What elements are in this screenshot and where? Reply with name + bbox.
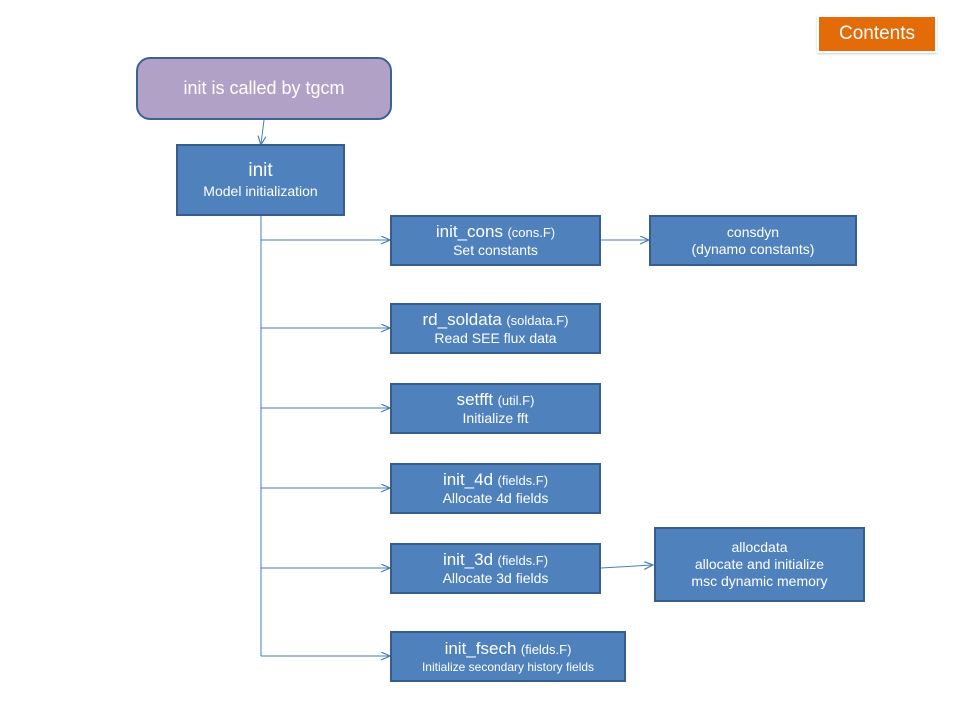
step-node-rd-soldata: rd_soldata (soldata.F) Read SEE flux dat…: [390, 303, 601, 354]
step-node-setfft: setfft (util.F) Initialize fft: [390, 383, 601, 434]
subcall-node-allocdata: allocdata allocate and initialize msc dy…: [654, 527, 865, 602]
subcall-line: allocate and initialize: [694, 556, 825, 573]
step-file: (fields.F): [497, 552, 549, 568]
subcall-line: msc dynamic memory: [691, 572, 828, 589]
step-desc: Allocate 3d fields: [442, 570, 549, 587]
subcall-node-consdyn: consdyn (dynamo constants): [649, 215, 857, 266]
init-node-desc: Model initialization: [203, 183, 318, 199]
caller-label: init is called by tgcm: [183, 78, 345, 98]
caller-node: init is called by tgcm: [136, 57, 392, 120]
init-node-name: init: [248, 160, 273, 182]
subcall-line: consdyn: [726, 223, 780, 240]
step-file: (util.F): [497, 392, 535, 408]
step-node-init-4d: init_4d (fields.F) Allocate 4d fields: [390, 463, 601, 514]
init-node: init Model initialization: [176, 144, 345, 216]
step-name: init_4d: [442, 469, 494, 489]
step-node-init-cons: init_cons (cons.F) Set constants: [390, 215, 601, 266]
subcall-line: (dynamo constants): [691, 240, 815, 257]
step-desc: Initialize secondary history fields: [421, 659, 595, 674]
step-desc: Read SEE flux data: [434, 330, 557, 347]
step-node-init-fsech: init_fsech (fields.F) Initialize seconda…: [390, 631, 626, 682]
contents-button-label: Contents: [838, 23, 916, 44]
arrow-allocdata: [600, 565, 652, 568]
step-desc: Allocate 4d fields: [442, 490, 549, 507]
step-desc: Initialize fft: [462, 410, 529, 427]
step-file: (fields.F): [520, 642, 572, 658]
step-name: init_cons: [435, 221, 503, 241]
subcall-line: allocdata: [731, 539, 788, 556]
step-file: (cons.F): [507, 224, 556, 240]
caller-to-init-arrow: [261, 119, 264, 144]
step-node-init-3d: init_3d (fields.F) Allocate 3d fields: [390, 543, 601, 594]
step-name: setfft: [456, 389, 494, 409]
step-file: (soldata.F): [506, 312, 569, 328]
step-name: rd_soldata: [422, 309, 502, 329]
step-desc: Set constants: [453, 242, 538, 259]
contents-button[interactable]: Contents: [817, 15, 937, 53]
step-name: init_3d: [442, 549, 494, 569]
step-name: init_fsech: [444, 639, 517, 659]
step-file: (fields.F): [497, 472, 549, 488]
